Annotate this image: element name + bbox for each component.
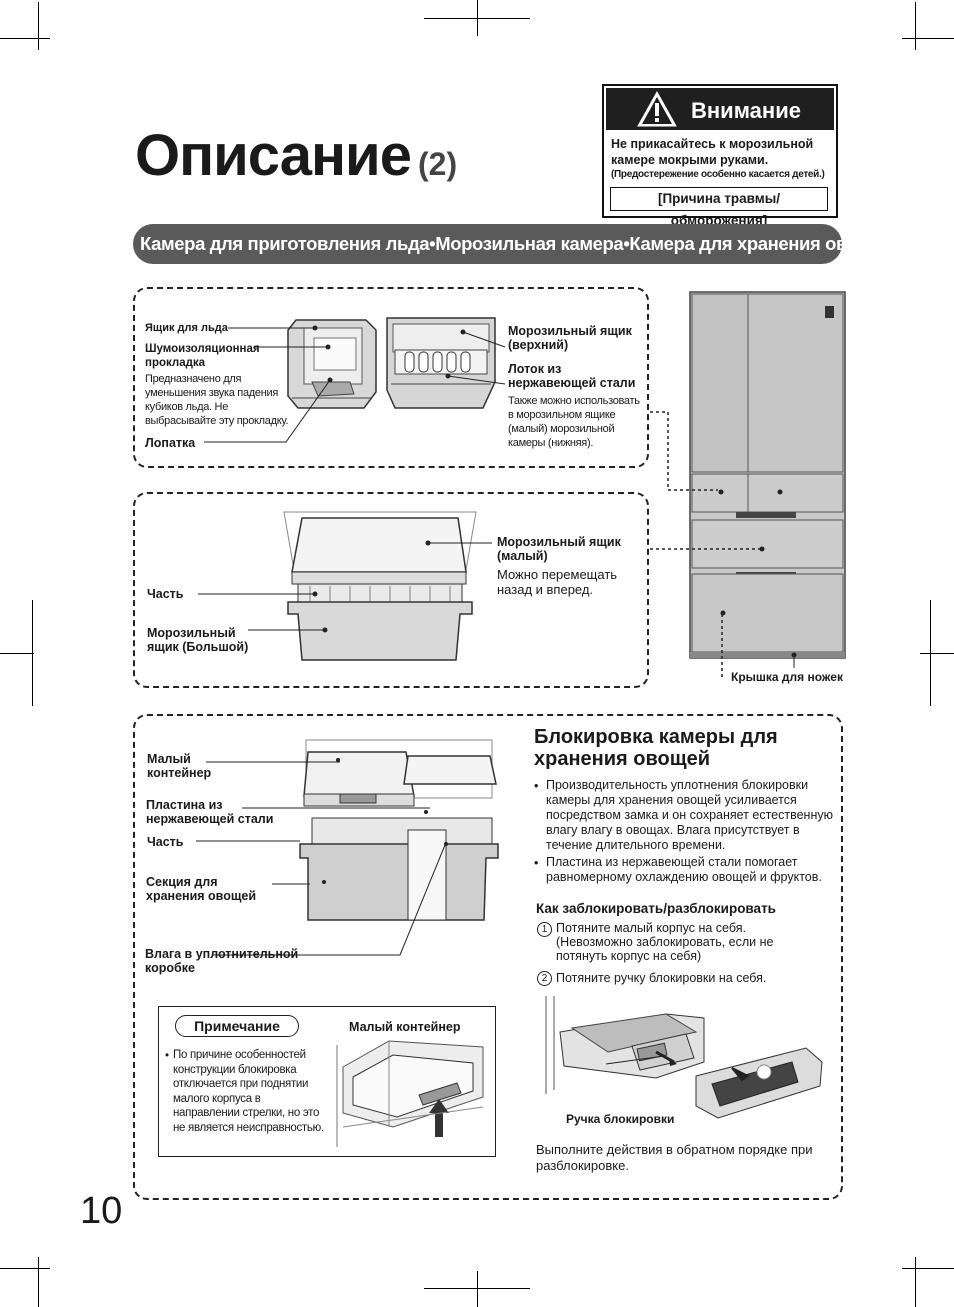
vegetable-drawer-illustration (299, 739, 499, 921)
section-banner: Камера для приготовления льда•Морозильна… (133, 224, 894, 264)
crop-mark (38, 2, 39, 50)
note-illustration (336, 1040, 484, 1147)
crop-mark (0, 38, 50, 39)
warning-reason: [Причина травмы/обморожения] (610, 187, 828, 228)
freezer-small-label: Морозильный ящик (малый) (497, 535, 621, 563)
freezer-large-label: Морозильный ящик (Большой) (147, 626, 249, 654)
scoop-label: Лопатка (145, 436, 196, 450)
note-bullet: • (165, 1050, 169, 1062)
warning-text: Не прикасайтесь к морозильной камере мок… (611, 137, 814, 167)
warning-title: Внимание (691, 98, 801, 123)
steel-tray-label: Лоток из нержавеющей стали (508, 362, 636, 390)
lock-handle-illustration (545, 996, 823, 1119)
note-box: Примечание Малый контейнер • По причине … (158, 1006, 496, 1157)
unlock-note: Выполните действия в обратном порядке пр… (536, 1142, 813, 1173)
moisture-label: Влага в уплотнительной коробке (145, 947, 299, 975)
lock-handle-label: Ручка блокировки (566, 1112, 675, 1126)
freezer-small-description: Можно перемещать назад и вперед. (497, 567, 618, 597)
part-label: Часть (147, 587, 184, 601)
leader-lines (204, 325, 506, 443)
step-2-text: Потяните ручку блокировки на себя. (556, 971, 767, 985)
warning-icon (637, 90, 677, 127)
refrigerator-illustration (650, 291, 846, 680)
crop-mark (915, 2, 916, 50)
leader-lines (198, 540, 492, 633)
crop-mark (424, 18, 530, 19)
ice-box-label: Ящик для льда (145, 322, 228, 334)
freezer-drawer-illustration (283, 511, 477, 661)
vegetable-section (133, 714, 843, 1200)
ice-box-illustration (287, 319, 377, 409)
crop-mark (477, 1271, 478, 1307)
crop-mark (0, 1268, 50, 1269)
steel-plate-label: Пластина из нержавеющей стали (146, 798, 274, 826)
note-text: По причине особенностей конструкции блок… (173, 1049, 324, 1134)
crop-mark (902, 1268, 954, 1269)
freezer-upper-illustration (386, 317, 496, 409)
step-1-marker: 1 (537, 922, 552, 937)
page-number: 10 (80, 1190, 123, 1232)
part-label: Часть (147, 835, 184, 849)
note-container-label: Малый контейнер (349, 1020, 461, 1034)
crop-mark (915, 1257, 916, 1307)
lock-bullet-2: Пластина из нержавеющей стали помогает р… (546, 855, 822, 884)
step-1-text: Потяните малый корпус на себя. (Невозмож… (556, 921, 774, 963)
note-title: Примечание (175, 1015, 299, 1037)
leader-lines (196, 761, 446, 956)
warning-box: Внимание Не прикасайтесь к морозильной к… (602, 84, 838, 228)
crop-mark (920, 653, 954, 654)
crop-mark (38, 1257, 39, 1307)
crop-mark (902, 38, 954, 39)
warning-note: (Предостережение особенно касается детей… (611, 169, 825, 180)
page-title: Описание (135, 123, 412, 188)
small-container-label: Малый контейнер (147, 752, 212, 780)
freezer-upper-label: Морозильный ящик (верхний) (508, 324, 632, 352)
warning-header: Внимание (606, 88, 834, 130)
gasket-description: Предназначено для уменьшения звука паден… (145, 373, 289, 427)
steel-tray-description: Также можно использовать в морозильном я… (508, 395, 640, 449)
lock-bullet-1: Производительность уплотнения блокировки… (546, 778, 833, 852)
feet-cover-label: Крышка для ножек (731, 670, 843, 684)
ice-freezer-section (133, 287, 649, 468)
bullet-marker: • (534, 779, 539, 793)
freezer-section (133, 492, 649, 688)
howto-title: Как заблокировать/разблокировать (536, 901, 776, 916)
bullet-marker: • (534, 856, 539, 870)
crop-mark (424, 1288, 530, 1289)
step-2-marker: 2 (537, 971, 552, 986)
page-title-number: (2) (418, 146, 458, 182)
crop-mark (0, 653, 34, 654)
gasket-label: Шумоизоляционная прокладка (145, 343, 260, 369)
lock-section-title: Блокировка камеры для хранения овощей (534, 726, 778, 770)
vegetable-section-label: Секция для хранения овощей (146, 875, 257, 903)
